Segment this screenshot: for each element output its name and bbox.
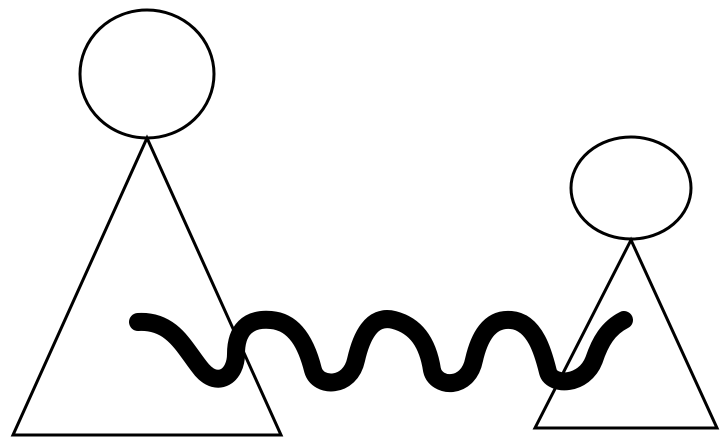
small-figure-body: [535, 240, 717, 428]
large-figure-body: [13, 138, 281, 435]
large-figure-head: [80, 10, 214, 138]
small-figure-head: [571, 137, 691, 239]
wavy-connector: [138, 319, 624, 383]
